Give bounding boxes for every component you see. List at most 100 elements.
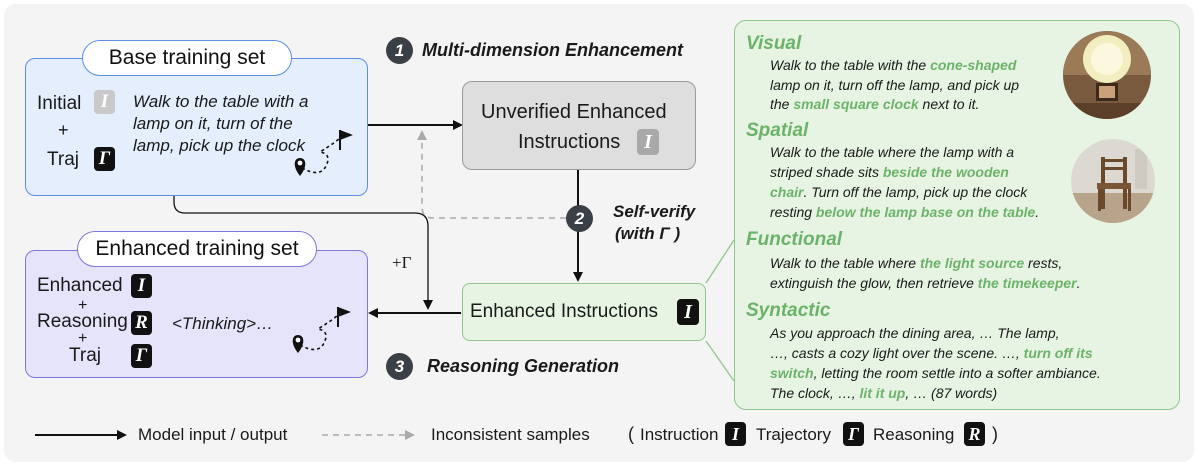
initial-instruction-symbol: I (100, 91, 109, 112)
legend-reasoning-label: Reasoning (873, 425, 955, 444)
enhanced-trajectory-icon (292, 307, 351, 353)
syntactic-line-4-text-a: The clock, …, (770, 385, 860, 401)
visual-line-1: Walk to the table with the cone-shaped (770, 57, 1016, 73)
syntactic-line-3-highlight: switch (770, 365, 814, 381)
enhanced-plus-sign-2: + (78, 330, 88, 347)
legend-close-paren: ) (992, 424, 998, 444)
functional-title: Functional (746, 229, 843, 250)
chair-photo (1071, 139, 1155, 223)
legend-trajectory-icon: Γ (843, 422, 864, 446)
enhanced-plus-sign-1: + (78, 297, 88, 314)
initial-label: Initial (37, 93, 82, 114)
syntactic-line-4: The clock, …, lit it up, … (87 words) (770, 385, 997, 401)
legend-open-paren: ( (628, 424, 634, 444)
base-trajectory-icon (294, 130, 353, 176)
spatial-line-4-text-a: resting (770, 204, 816, 220)
enhanced-training-set-title: Enhanced training set (77, 231, 317, 267)
initial-instruction-icon: I (94, 90, 115, 114)
enhanced-training-set-box (25, 250, 368, 378)
enhanced-traj-label: Traj (69, 345, 102, 366)
base-instruction-line-2: lamp on it, turn of the (133, 114, 293, 133)
enhanced-instruction-symbol: I (137, 275, 146, 296)
thinking-text: <Thinking>… (172, 314, 274, 333)
visual-line-3-text-a: the (770, 96, 794, 112)
visual-line-3-highlight: small square clock (793, 96, 919, 112)
base-plus-sign: + (58, 120, 69, 140)
functional-line-2-text-a: extinguish the glow, then retrieve (770, 275, 978, 291)
spatial-line-2-text: striped shade sits (770, 164, 883, 180)
functional-line-2-highlight: the timekeeper (977, 275, 1077, 291)
functional-line-1-text-b: rests, (1024, 255, 1063, 271)
legend-trajectory-label: Trajectory (756, 425, 831, 444)
unverified-instruction-icon: I (637, 129, 659, 155)
functional-line-2: extinguish the glow, then retrieve the t… (770, 275, 1081, 291)
syntactic-line-2: …, casts a cozy light over the scene. …,… (770, 345, 1093, 361)
unverified-instructions-box (462, 81, 696, 170)
base-instruction-line-3: lamp, pick up the clock (133, 136, 305, 155)
functional-line-1-highlight: the light source (919, 255, 1025, 271)
legend-instruction-icon: I (725, 422, 746, 446)
reasoning-symbol: R (135, 312, 148, 333)
legend-reasoning-icon: R (964, 422, 985, 446)
spatial-line-4-highlight: below the lamp base on the table (815, 204, 1036, 220)
enhanced-traj-icon: Γ (131, 344, 152, 368)
spatial-line-1: Walk to the table where the lamp with a (770, 144, 1015, 160)
syntactic-line-4-text-b: , … (87 words) (905, 385, 998, 401)
reasoning-label: Reasoning (37, 311, 128, 332)
visual-line-1-text: Walk to the table with the (770, 57, 931, 73)
base-training-set-box (25, 58, 368, 196)
functional-line-1-text-a: Walk to the table where (770, 255, 920, 271)
unverified-line-1: Unverified Enhanced (481, 101, 667, 123)
reasoning-icon: R (131, 311, 152, 335)
functional-line-2-text-b: . (1076, 275, 1081, 291)
syntactic-line-2-text: …, casts a cozy light over the scene. …, (770, 345, 1024, 361)
step-2-number: 2 (574, 208, 585, 228)
step-3-label: Reasoning Generation (427, 356, 620, 376)
step-3-circle: 3 (386, 353, 413, 380)
unverified-instruction-symbol: I (644, 130, 652, 153)
enhanced-instructions-label: Enhanced Instructions (470, 301, 659, 322)
arrow-inconsistent-samples (417, 130, 566, 219)
enhanced-instructions-box (462, 283, 706, 341)
enhanced-traj-symbol: Γ (135, 345, 148, 366)
functional-line-1: Walk to the table where the light source… (770, 255, 1062, 271)
step-1-number: 1 (394, 40, 405, 60)
enhanced-label: Enhanced (37, 275, 123, 296)
visual-line-3-text-b: next to it. (918, 96, 980, 112)
syntactic-line-3: switch, letting the room settle into a s… (770, 365, 1101, 381)
syntactic-line-2-highlight: turn off its (1023, 345, 1093, 361)
base-instruction-line-1: Walk to the table with a (133, 92, 309, 111)
spatial-line-3: chair. Turn off the lamp, pick up the cl… (770, 184, 1027, 200)
syntactic-line-1: As you approach the dining area, … The l… (770, 325, 1060, 341)
visual-line-2: lamp on it, turn off the lamp, and pick … (770, 77, 1020, 93)
legend-instruction-symbol: I (731, 423, 739, 444)
syntactic-line-4-highlight: lit it up (859, 385, 906, 401)
step-1-label: Multi-dimension Enhancement (422, 40, 684, 60)
visual-title: Visual (746, 33, 802, 54)
step-2-label-line-2: (with Γ ) (615, 224, 681, 243)
spatial-line-2: striped shade sits beside the wooden (770, 164, 1009, 180)
step-1-circle: 1 (386, 37, 413, 64)
syntactic-line-3-text: , letting the room settle into a softer … (813, 365, 1101, 381)
step-2-circle: 2 (566, 205, 593, 232)
enhanced-instructions-symbol: I (684, 300, 692, 323)
traj-symbol: Γ (98, 148, 111, 169)
spatial-line-4-text-b: . (1035, 204, 1040, 220)
spatial-line-4: resting below the lamp base on the table… (770, 204, 1039, 220)
visual-line-3: the small square clock next to it. (770, 96, 979, 112)
legend-instruction-label: Instruction (640, 425, 719, 444)
syntactic-title: Syntactic (746, 300, 831, 321)
legend-trajectory-symbol: Γ (848, 423, 859, 444)
step-3-number: 3 (394, 356, 405, 376)
legend-model-io-label: Model input / output (138, 425, 288, 444)
visual-line-1-highlight: cone-shaped (930, 57, 1017, 73)
legend-inconsistent-label: Inconsistent samples (431, 425, 590, 444)
traj-label: Traj (47, 149, 80, 170)
unverified-line-2: Instructions (518, 131, 621, 153)
step-2-label-line-1: Self-verify (613, 202, 696, 221)
spatial-line-3-text: . Turn off the lamp, pick up the clock (803, 184, 1028, 200)
lamp-photo (1063, 31, 1151, 119)
enhanced-instructions-icon: I (677, 299, 699, 325)
